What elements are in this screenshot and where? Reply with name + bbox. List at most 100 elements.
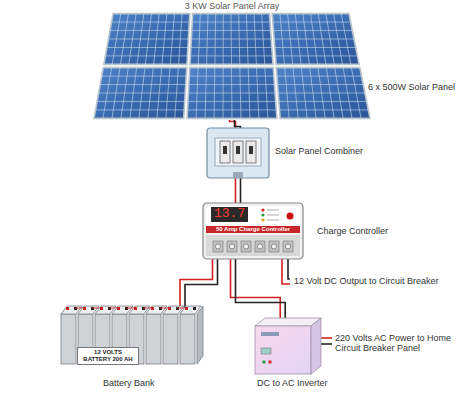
cell-line xyxy=(108,39,188,40)
reset-button xyxy=(287,213,294,220)
terminal-screw xyxy=(272,244,277,249)
cell-line xyxy=(277,76,361,77)
solar-array-drawing xyxy=(92,12,372,120)
terminal xyxy=(213,241,223,252)
black-wire xyxy=(288,259,290,279)
dc-output-wires xyxy=(282,259,290,284)
cell-line xyxy=(274,30,353,31)
cell-line xyxy=(192,22,270,23)
cell-line xyxy=(102,76,186,77)
red-wire xyxy=(231,259,281,320)
terminal xyxy=(241,241,251,252)
combiner-drawing xyxy=(207,128,269,178)
status-led xyxy=(261,208,264,211)
battery-terminal xyxy=(117,307,120,310)
diagram-title: 3 KW Solar Panel Array xyxy=(0,1,464,11)
breaker xyxy=(233,141,243,163)
combiner: Solar Panel Combiner xyxy=(207,128,269,178)
cell-line xyxy=(192,30,271,31)
cell-line xyxy=(188,109,277,110)
battery-terminal xyxy=(74,307,77,310)
cable-gland xyxy=(233,172,243,178)
battery-terminal xyxy=(176,307,179,310)
cell-line xyxy=(279,101,367,102)
led-mark xyxy=(267,220,279,221)
wire-pair xyxy=(236,178,241,203)
battery-plate: 12 VOLTS BATTERY 200 AH xyxy=(77,347,139,365)
terminal-screw xyxy=(230,244,235,249)
battery-front xyxy=(163,314,178,364)
cell-line xyxy=(97,101,185,102)
battery-terminal xyxy=(134,307,137,310)
battery-front xyxy=(146,314,161,364)
inverter-side xyxy=(311,318,321,374)
combiner-box xyxy=(207,128,269,178)
inverter-drawing xyxy=(255,318,321,374)
cell-line xyxy=(96,109,185,110)
status-led xyxy=(261,213,264,216)
battery-terminal xyxy=(159,307,162,310)
battery-terminal xyxy=(100,307,103,310)
black-wire xyxy=(236,259,286,320)
cell-line xyxy=(191,47,272,48)
part-label: Solar Panel Combiner xyxy=(275,146,363,156)
cell-line xyxy=(275,47,356,48)
inverter-front xyxy=(255,326,311,374)
battery-terminal xyxy=(193,307,196,310)
cell-line xyxy=(100,84,186,85)
breaker-panel xyxy=(215,138,261,166)
inverter: DC to AC Inverter xyxy=(255,318,321,374)
cell-line xyxy=(99,93,186,94)
battery-bank: 12 VOLTS BATTERY 200 AHBattery Bank xyxy=(55,292,205,374)
controller-body xyxy=(203,203,303,259)
wire-pair xyxy=(231,259,286,320)
battery-terminal xyxy=(108,307,111,310)
cell-line xyxy=(189,84,275,85)
terminal-screw xyxy=(216,244,221,249)
inverter-led xyxy=(268,360,272,364)
part-label: 6 x 500W Solar Panel xyxy=(368,82,455,92)
solar-panel xyxy=(187,68,277,119)
terminal xyxy=(283,241,293,252)
cell-line xyxy=(190,55,272,56)
cell-line xyxy=(188,93,275,94)
battery-terminal xyxy=(185,307,188,310)
battery-terminal xyxy=(168,307,171,310)
battery-terminal xyxy=(66,307,69,310)
terminal xyxy=(255,241,265,252)
solar-panel xyxy=(94,68,187,119)
cell-line xyxy=(105,55,187,56)
battery-terminal xyxy=(125,307,128,310)
terminal-strip xyxy=(206,235,300,256)
cell-line xyxy=(273,22,351,23)
part-label: DC to AC Inverter xyxy=(257,378,328,388)
ac-output-wires xyxy=(321,338,332,344)
red-wire xyxy=(235,178,237,203)
cell-line xyxy=(191,39,271,40)
breaker xyxy=(220,141,230,163)
wire-pair xyxy=(230,120,241,128)
wire-label: 220 Volts AC Power to Home Circuit Break… xyxy=(335,333,467,354)
black-wire xyxy=(240,178,242,203)
cell-line xyxy=(278,93,365,94)
controller-band: 50 Amp Charge Controller xyxy=(206,226,300,233)
inverter-display xyxy=(261,348,271,354)
terminal-screw xyxy=(244,244,249,249)
cell-line xyxy=(110,30,189,31)
battery-terminal xyxy=(83,307,86,310)
breaker-toggle xyxy=(249,146,253,154)
wire-label: 12 Volt DC Output to Circuit Breaker xyxy=(294,276,439,286)
led-mark xyxy=(267,215,279,216)
battery-terminal xyxy=(91,307,94,310)
solar-panel xyxy=(272,14,359,65)
inverter-badge xyxy=(261,332,279,336)
battery-front xyxy=(180,314,195,364)
charge-controller: 13.750 Amp Charge ControllerCharge Contr… xyxy=(203,203,303,259)
controller-face xyxy=(206,206,300,226)
digital-display: 13.7 xyxy=(211,207,248,222)
battery-side xyxy=(197,306,203,364)
red-wire xyxy=(282,259,290,284)
terminal-screw xyxy=(286,244,291,249)
wire-pair xyxy=(180,259,218,308)
cell-line xyxy=(278,84,364,85)
